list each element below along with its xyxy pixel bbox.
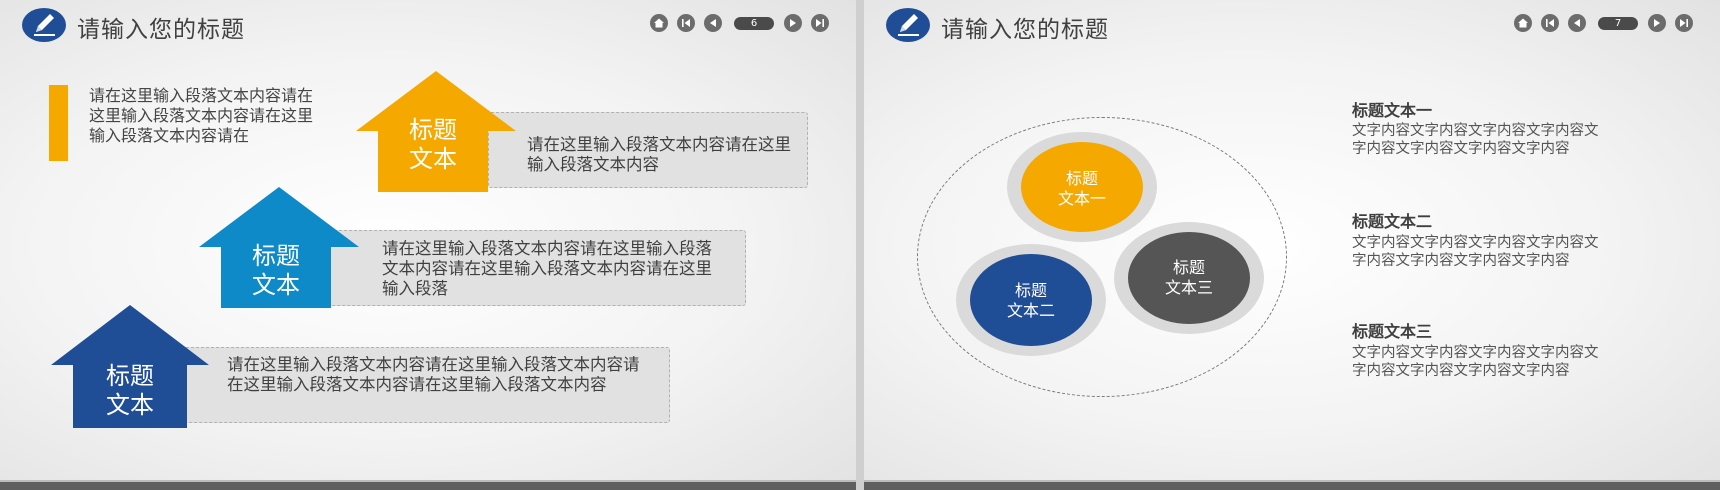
first-page-icon[interactable] — [677, 14, 695, 32]
pencil-logo-icon — [886, 8, 930, 42]
circle-3-label-line1: 标题 — [1172, 258, 1205, 277]
circle-2-label-line1: 标题 — [1014, 281, 1047, 300]
page-title: 请输入您的标题 — [77, 17, 245, 43]
page-number-badge: 6 — [734, 17, 774, 30]
arrow-1-description: 请在这里输入段落文本内容请在这里输入段落文本内容 — [527, 135, 791, 174]
arrow-3-label-line1: 标题 — [106, 362, 154, 390]
slide-6: 请输入您的标题 6 请在这里输入段落文本内容请在这里输入段落文本内容请在这里输入… — [0, 0, 856, 490]
last-page-icon[interactable] — [1675, 14, 1693, 32]
arrow-3-description: 请在这里输入段落文本内容请在这里输入段落文本内容请在这里输入段落文本内容请在这里… — [227, 355, 640, 394]
page-title: 请输入您的标题 — [941, 17, 1109, 43]
arrow-2: 标题 文本 — [199, 187, 359, 308]
section-3-body: 文字内容文字内容文字内容文字内容文字内容文字内容文字内容文字内容 — [1352, 345, 1599, 379]
pencil-logo-icon — [22, 8, 66, 42]
section-1-heading: 标题文本一 — [1352, 101, 1433, 120]
last-page-icon[interactable] — [811, 14, 829, 32]
bottom-bar — [0, 480, 856, 490]
prev-page-icon[interactable] — [1568, 14, 1586, 32]
circle-1: 标题 文本一 — [1007, 132, 1157, 242]
accent-bar — [49, 85, 68, 161]
arrow-2-description-box — [326, 230, 746, 306]
circle-2: 标题 文本二 — [956, 244, 1106, 356]
intro-paragraph: 请在这里输入段落文本内容请在这里输入段落文本内容请在这里输入段落文本内容请在 — [89, 86, 314, 145]
home-icon[interactable] — [650, 14, 668, 32]
arrow-3: 标题 文本 — [51, 305, 209, 428]
arrow-3-description-box — [178, 347, 670, 423]
circle-2-label-line2: 文本二 — [1006, 301, 1055, 320]
home-icon[interactable] — [1514, 14, 1532, 32]
section-3-heading: 标题文本三 — [1352, 322, 1433, 341]
arrow-1: 标题 文本 — [356, 71, 516, 192]
next-page-icon[interactable] — [784, 14, 802, 32]
arrow-2-label-line2: 文本 — [252, 271, 300, 299]
arrow-1-label-line1: 标题 — [409, 116, 457, 144]
slide-navigation: 6 — [650, 14, 830, 32]
next-page-icon[interactable] — [1648, 14, 1666, 32]
dashed-outer-ring — [917, 117, 1287, 397]
section-2-body: 文字内容文字内容文字内容文字内容文字内容文字内容文字内容文字内容 — [1352, 235, 1599, 269]
arrow-2-description: 请在这里输入段落文本内容请在这里输入段落文本内容请在这里输入段落文本内容请在这里… — [382, 239, 712, 298]
page-number-badge: 7 — [1598, 17, 1638, 30]
section-2-heading: 标题文本二 — [1352, 212, 1433, 231]
circle-3: 标题 文本三 — [1114, 222, 1264, 334]
arrow-2-label-line1: 标题 — [252, 242, 300, 270]
arrow-1-label-line2: 文本 — [409, 145, 457, 173]
arrow-1-description-box — [488, 112, 808, 188]
arrow-3-label-line2: 文本 — [106, 391, 154, 419]
slide-navigation: 7 — [1514, 14, 1694, 32]
circle-1-label-line2: 文本一 — [1057, 189, 1106, 208]
prev-page-icon[interactable] — [704, 14, 722, 32]
section-1-body: 文字内容文字内容文字内容文字内容文字内容文字内容文字内容文字内容 — [1352, 123, 1599, 157]
bottom-bar — [864, 480, 1720, 490]
circle-3-label-line2: 文本三 — [1164, 278, 1213, 297]
circle-1-label-line1: 标题 — [1065, 169, 1098, 188]
first-page-icon[interactable] — [1541, 14, 1559, 32]
